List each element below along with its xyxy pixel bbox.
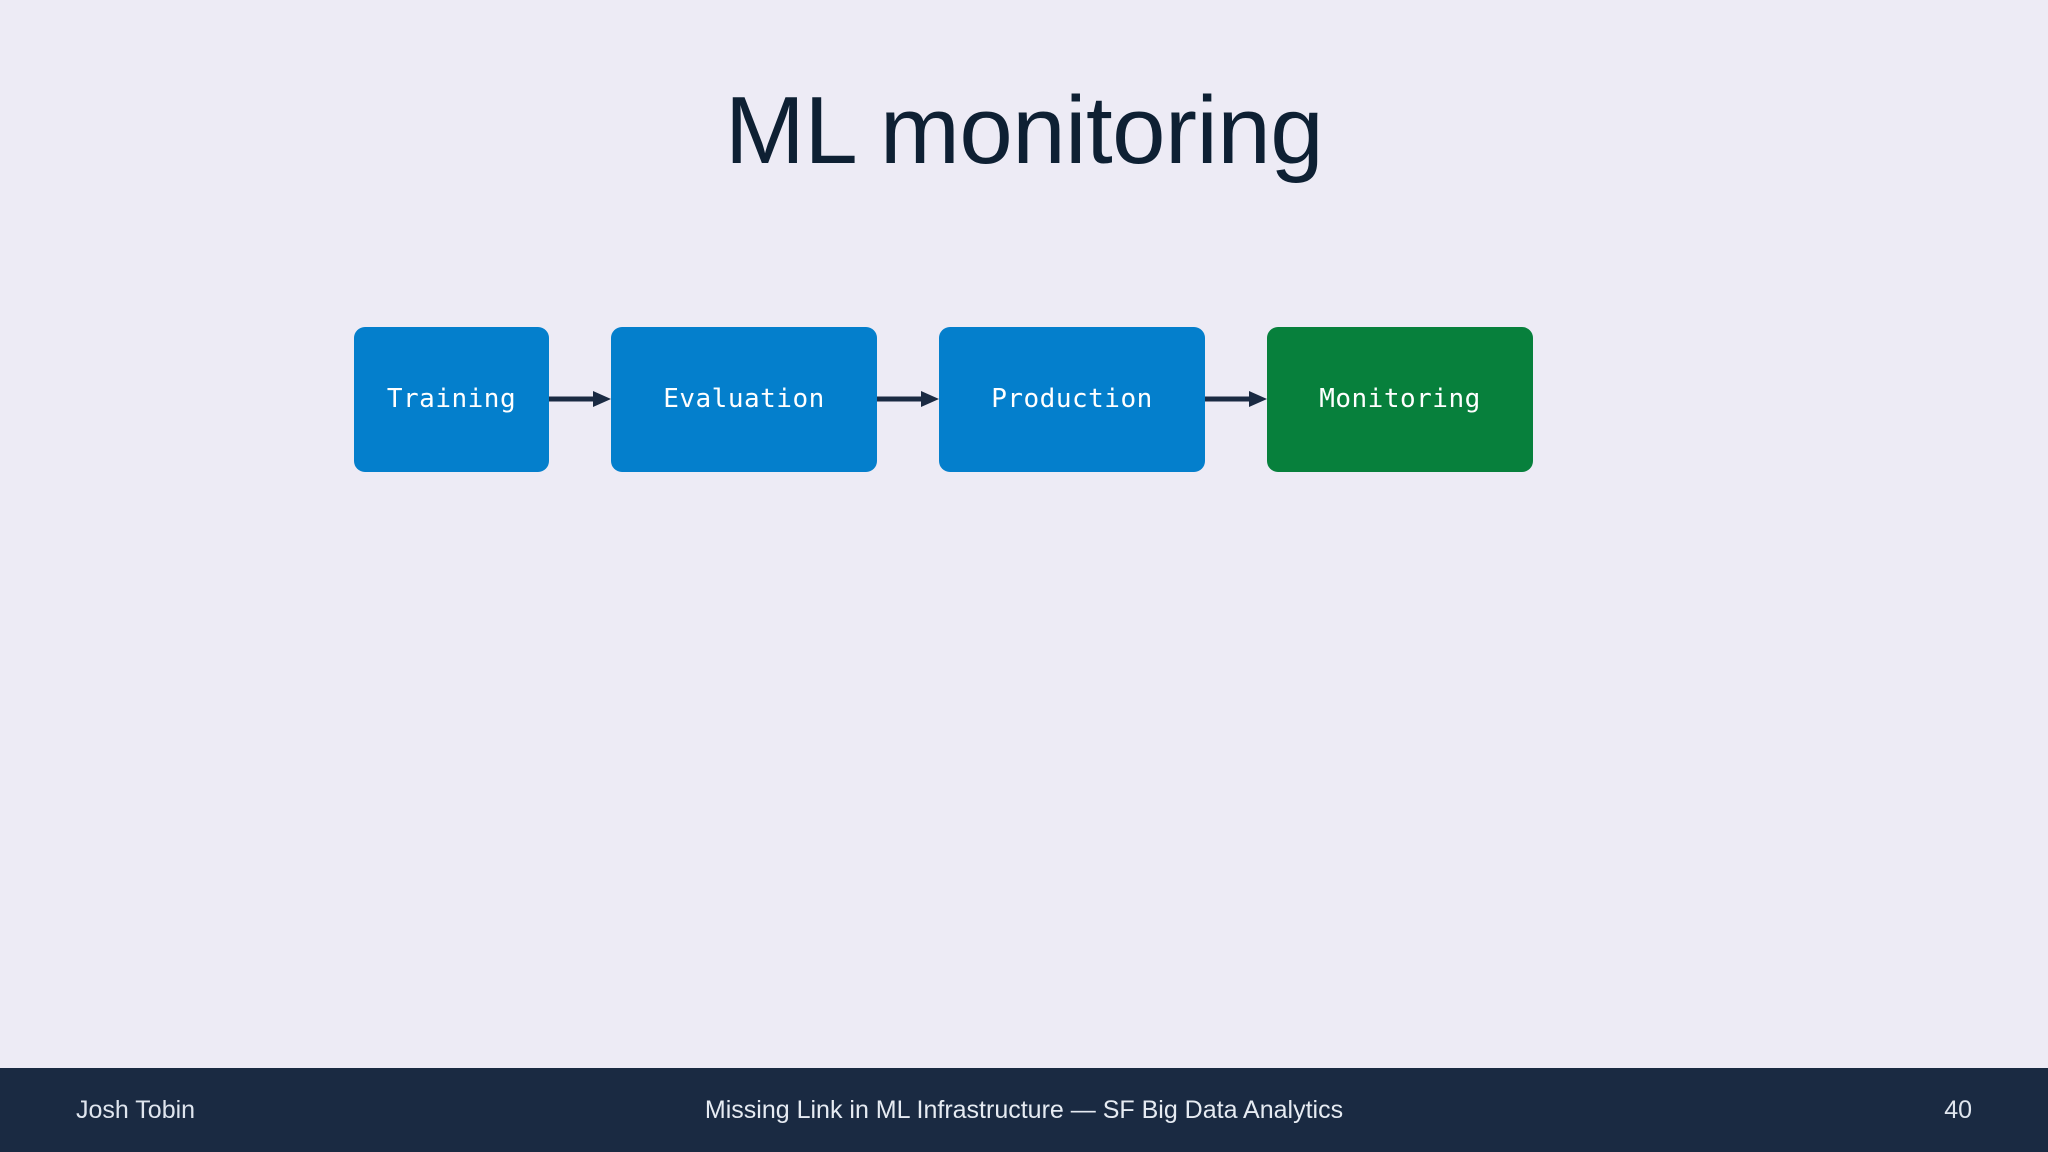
flow-arrow-training-to-evaluation [549,327,611,472]
flow-node-monitoring[interactable]: Monitoring [1267,326,1533,472]
flow-node-training[interactable]: Training [354,326,549,472]
flow-node-label: Monitoring [1319,384,1481,414]
footer-presenter: Josh Tobin [76,1095,196,1124]
footer-talk-title: Missing Link in ML Infrastructure — SF B… [704,1095,1344,1124]
flow-node-evaluation[interactable]: Evaluation [611,326,877,472]
footer-page-number: 40 [1944,1095,1972,1124]
arrow-right-icon [549,391,611,407]
flow-arrow-production-to-monitoring [1205,327,1267,472]
flow-arrow-evaluation-to-production [877,327,939,472]
flow-node-label: Evaluation [663,384,825,414]
arrow-right-icon [877,391,939,407]
page-title: ML monitoring [724,77,1324,185]
flow-row: Training Evaluation [354,326,1533,472]
ml-pipeline-diagram: Training Evaluation [0,326,2048,472]
flow-node-label: Production [991,384,1153,414]
arrow-right-icon [1205,391,1267,407]
flow-node-label: Training [386,384,517,414]
slide-footer: Josh Tobin Missing Link in ML Infrastruc… [0,1068,2048,1152]
flow-node-production[interactable]: Production [939,326,1205,472]
